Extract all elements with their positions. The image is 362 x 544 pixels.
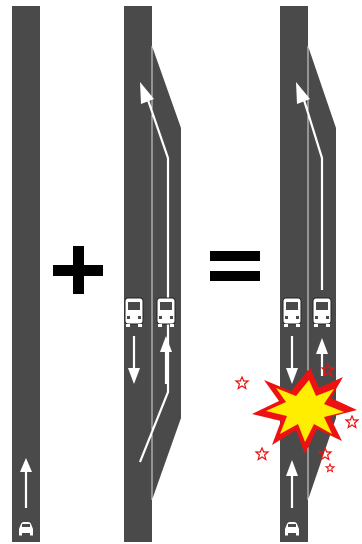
bus-icon <box>156 297 176 327</box>
down-arrow-icon <box>128 336 140 384</box>
panel-single-lane-road <box>12 6 40 542</box>
down-arrow-icon <box>286 336 298 384</box>
bus-icon <box>312 297 332 327</box>
car-icon <box>19 522 33 536</box>
road-strip <box>124 6 152 542</box>
road-strip <box>280 6 308 542</box>
star-icon <box>344 414 360 429</box>
car-icon <box>285 522 299 536</box>
star-icon <box>324 462 336 473</box>
bus-lane-strip <box>152 46 181 500</box>
up-arrow-icon <box>160 336 172 384</box>
curved-arrow-icon <box>296 82 324 290</box>
bus-icon <box>124 297 144 327</box>
panel-combined-collision <box>234 6 360 542</box>
up-arrow-icon <box>20 458 32 508</box>
up-arrow-icon <box>316 338 328 376</box>
star-icon <box>234 375 250 390</box>
curved-arrow-icon <box>138 82 170 463</box>
panel-temporary-bus-lane <box>124 6 181 542</box>
star-icon <box>254 446 270 461</box>
star-icon <box>317 446 333 461</box>
bus-icon <box>282 297 302 327</box>
plus-icon <box>53 246 103 294</box>
road-strip <box>12 6 40 542</box>
collision-burst-icon <box>252 368 357 454</box>
up-arrow-icon <box>286 460 298 508</box>
star-icon <box>320 362 336 377</box>
equals-icon <box>210 251 260 281</box>
